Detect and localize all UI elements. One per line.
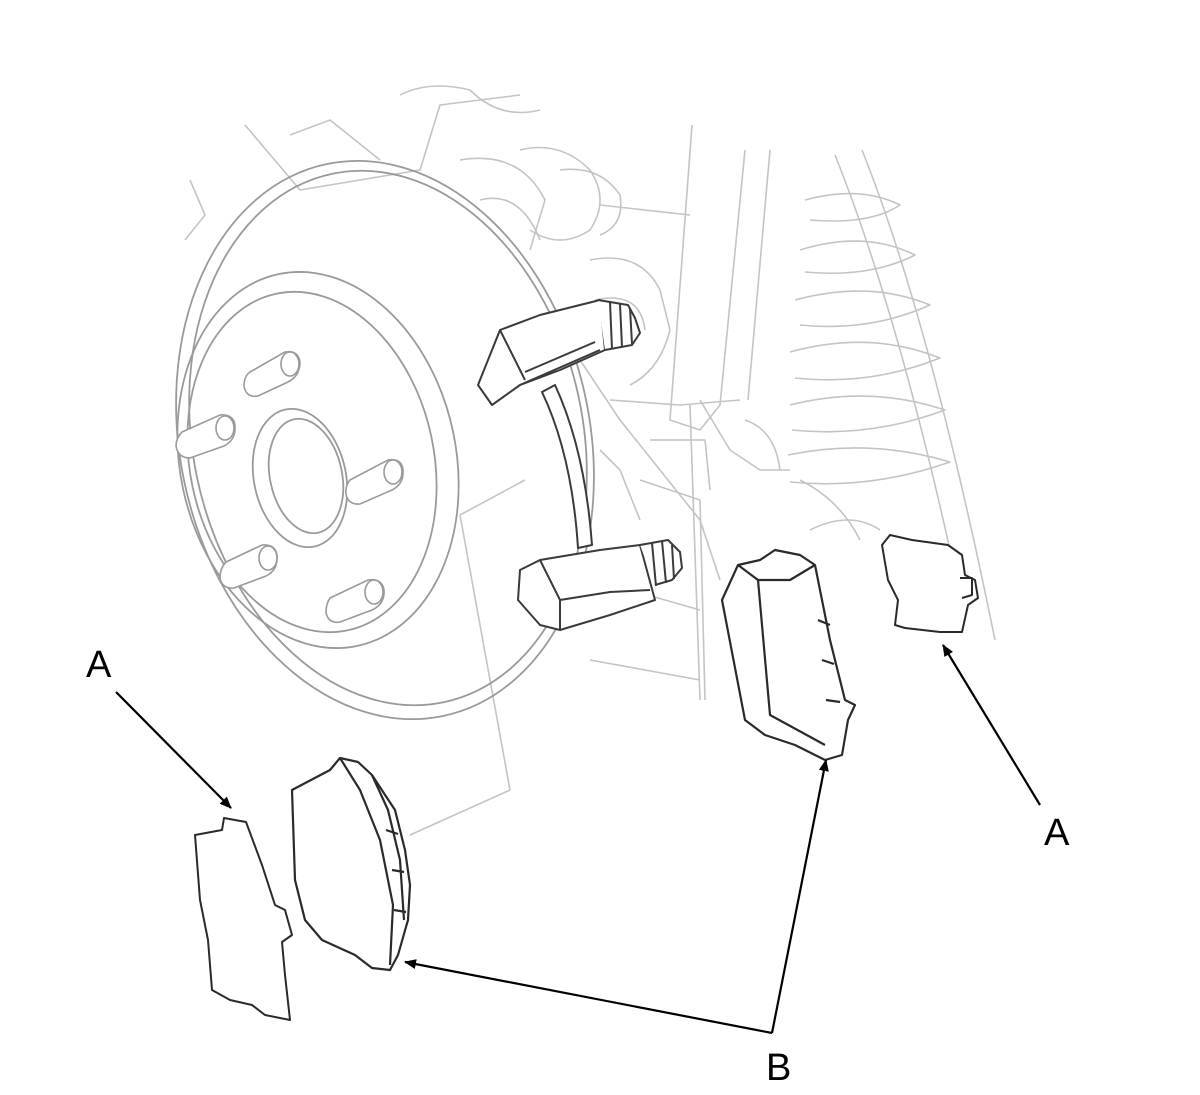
wheel-stud: [175, 414, 236, 459]
wheel-stud: [345, 458, 404, 505]
wheel-studs: [175, 350, 404, 624]
brake-pad-outer: [290, 756, 412, 972]
background-suspension: [184, 85, 996, 836]
callout-label-a-left: A: [86, 644, 112, 686]
pad-shim-outer: [194, 817, 293, 1021]
brake-rotor: [175, 159, 595, 721]
wheel-stud: [219, 544, 278, 589]
leader-a-left: [115, 691, 232, 809]
brake-pad-inner: [720, 548, 857, 762]
wheel-stud: [243, 350, 301, 398]
leader-a-right: [942, 644, 1041, 806]
leader-b-to-outer-pad: [404, 959, 773, 1035]
caliper-bracket: [477, 299, 683, 631]
leader-b-to-inner-pad: [770, 759, 829, 1034]
caliper-pin-upper: [477, 299, 606, 406]
callout-leaders: [115, 644, 1041, 1035]
callout-label-a-right: A: [1044, 812, 1070, 854]
pad-shim-inner: [881, 534, 979, 633]
callout-label-b: B: [766, 1047, 792, 1089]
wheel-stud: [325, 578, 385, 624]
caliper-pin-lower: [517, 544, 656, 631]
